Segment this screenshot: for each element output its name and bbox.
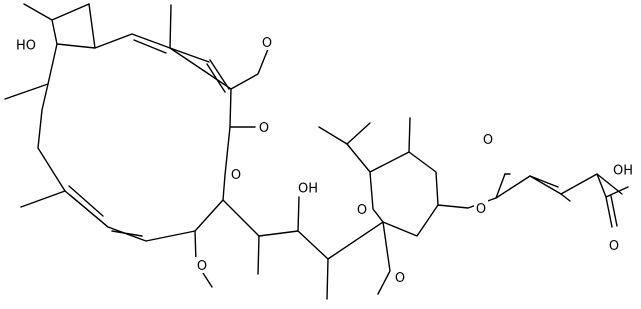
atom-labels: HO O O O O OH O O O O OH O <box>15 34 636 286</box>
lactone-carbonyl-oxygen-label: O <box>259 121 269 136</box>
lactone-ring-oxygen-label: O <box>231 168 241 183</box>
acid-carbonyl-oxygen-label: O <box>609 239 619 254</box>
ring-methoxy-oxygen-label: O <box>262 36 272 51</box>
ester-carbonyl-oxygen-label: O <box>483 133 493 148</box>
ester-oxygen-label: O <box>476 202 486 217</box>
acid-hydroxyl-label: OH <box>613 164 633 179</box>
pyran-methoxy-oxygen-label: O <box>395 271 405 286</box>
lower-methoxy-oxygen-label: O <box>197 259 207 274</box>
ring-hydroxyl-label: HO <box>16 39 36 54</box>
side-chain-hydroxyl-label: OH <box>298 182 318 197</box>
pyran-ring-oxygen-label: O <box>357 203 367 218</box>
bond-network <box>4 3 629 300</box>
